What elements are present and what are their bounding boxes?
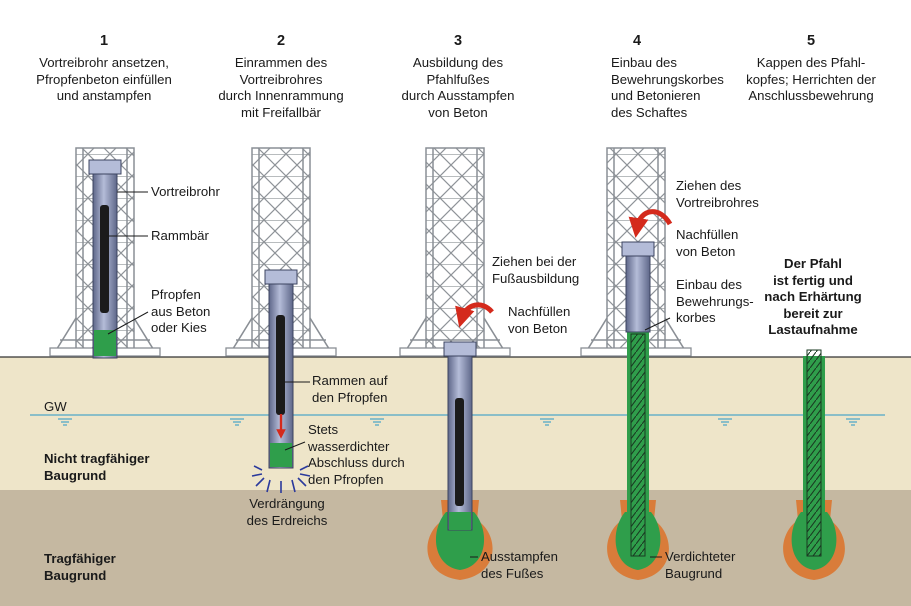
step4-number: 4 — [632, 33, 642, 49]
step1-number: 1 — [99, 33, 109, 49]
step1-title: Vortreibrohr ansetzen,Pfropfenbeton einf… — [36, 55, 172, 103]
step2-number: 2 — [276, 33, 286, 49]
step3-tube — [443, 302, 494, 531]
step4-tube — [621, 209, 673, 333]
step5-number: 5 — [806, 33, 816, 49]
displacement-arrows — [251, 465, 311, 493]
step1-tube — [88, 159, 122, 359]
step3-refill-arrow — [455, 302, 494, 328]
label-rammbaer: Rammbär — [151, 228, 209, 243]
water-level-markers — [58, 418, 860, 426]
leader-lines — [106, 191, 671, 558]
label-gw: GW — [44, 399, 67, 414]
step3-number: 3 — [453, 33, 463, 49]
step3-rig — [399, 147, 511, 357]
step4-extract-arrow — [628, 209, 673, 238]
step5-pile — [783, 349, 845, 580]
step4-pile — [607, 330, 669, 580]
step2-tube — [251, 269, 311, 493]
label-vortreibrohr: Vortreibrohr — [151, 184, 220, 199]
